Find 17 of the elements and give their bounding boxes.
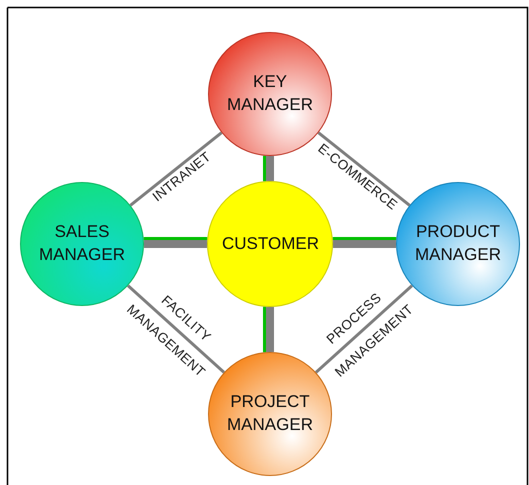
node-label: SALES MANAGER	[38, 221, 126, 266]
connector-line	[126, 284, 226, 374]
node-label: PROJECT MANAGER	[226, 391, 314, 436]
connector-line	[333, 240, 396, 248]
connector-line	[263, 156, 266, 182]
connector-line	[144, 240, 207, 248]
connector-line	[266, 307, 274, 352]
connector-line	[130, 132, 222, 206]
node-label: PRODUCT MANAGER	[414, 221, 502, 266]
connector-line	[144, 237, 208, 240]
connector-line	[263, 306, 266, 352]
connector-line	[332, 237, 396, 240]
connector-line	[314, 284, 414, 374]
node-label: CUSTOMER	[222, 232, 318, 255]
connector-line	[318, 132, 410, 206]
connector-line	[266, 156, 274, 181]
node-label: KEY MANAGER	[226, 71, 314, 116]
